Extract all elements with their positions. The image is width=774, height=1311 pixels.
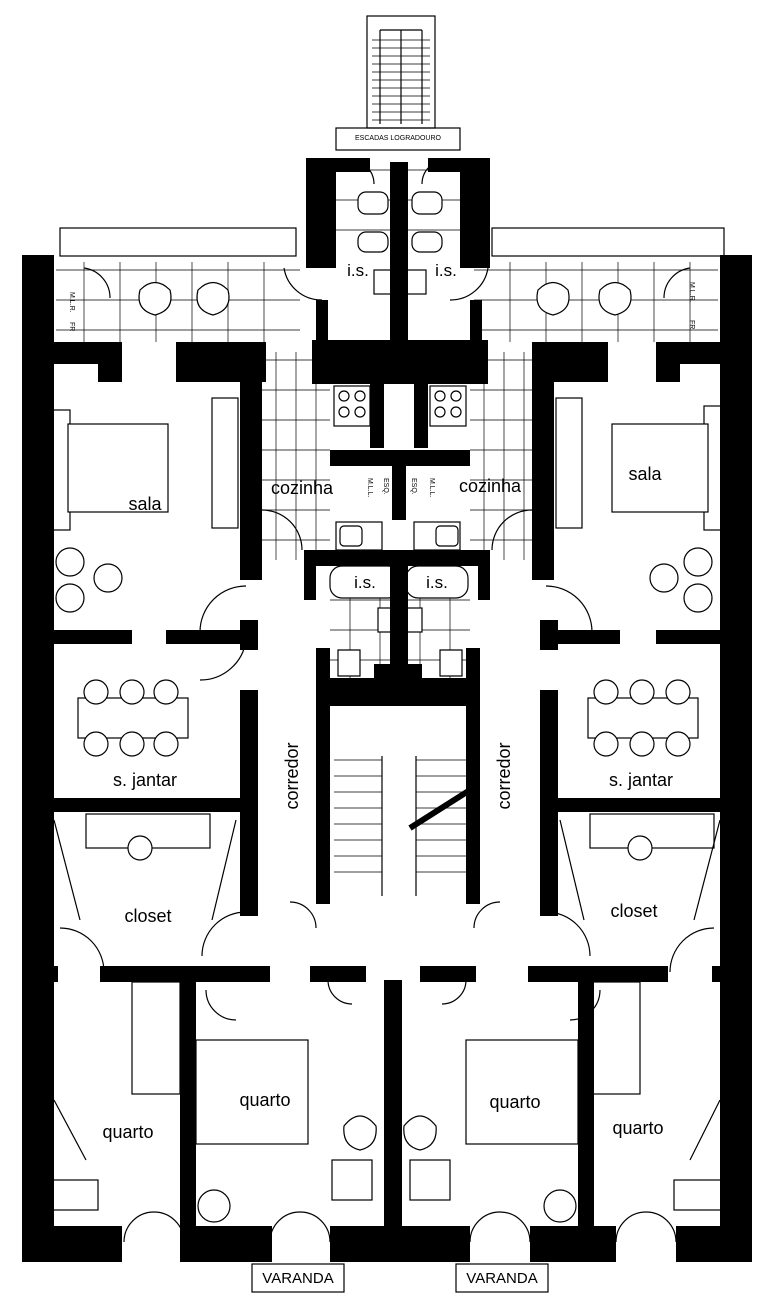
is-top-left-label: i.s.: [347, 261, 369, 280]
quarto-3-label: quarto: [489, 1092, 540, 1112]
varanda-right-label: VARANDA: [466, 1270, 537, 1287]
living-furniture: [51, 397, 723, 613]
mlr-right-label: M.L.R.: [688, 282, 695, 303]
quarto-1-label: quarto: [102, 1122, 153, 1142]
fr-left-label: FR: [68, 322, 75, 331]
cozinha-left-label: cozinha: [271, 478, 334, 498]
quarto-4-label: quarto: [612, 1118, 663, 1138]
mll-right-label: M.L.L.: [428, 478, 435, 498]
mlr-left-label: M.L.R.: [68, 292, 75, 313]
is-mid-right-label: i.s.: [426, 573, 448, 592]
mll-left-label: M.L.L.: [366, 478, 373, 498]
esq-left-label: ESQ.: [382, 478, 389, 495]
varanda-left-label: VARANDA: [262, 1270, 333, 1287]
fr-right-label: FR: [688, 320, 695, 329]
dining-tables: [77, 679, 699, 757]
sala-right-label: sala: [628, 464, 662, 484]
room-labels: i.s. i.s. sala sala cozinha cozinha M.L.…: [102, 261, 673, 1142]
is-mid-left-label: i.s.: [354, 573, 376, 592]
closet-furniture: [53, 813, 721, 921]
rear-terraces: M.L.R. FR M.L.R. FR: [56, 227, 725, 342]
stairs-label: ESCADAS LOGRADOURO: [355, 135, 442, 142]
jantar-left-label: s. jantar: [113, 770, 177, 790]
rear-stairs: ESCADAS LOGRADOURO: [335, 15, 461, 151]
bedroom-furniture: [49, 981, 723, 1223]
cozinha-right-label: cozinha: [459, 476, 522, 496]
corredor-left-label: corredor: [282, 742, 302, 809]
walls: [22, 158, 752, 1262]
sala-left-label: sala: [128, 494, 162, 514]
closet-right-label: closet: [610, 901, 657, 921]
esq-right-label: ESQ.: [410, 478, 417, 495]
mid-bathrooms: i.s. i.s.: [329, 565, 469, 677]
quarto-2-label: quarto: [239, 1090, 290, 1110]
is-top-right-label: i.s.: [435, 261, 457, 280]
stoves: [333, 385, 467, 427]
jantar-right-label: s. jantar: [609, 770, 673, 790]
corredor-right-label: corredor: [494, 742, 514, 809]
central-stairwell: [334, 756, 472, 896]
closet-left-label: closet: [124, 906, 171, 926]
varanda-boxes: VARANDA VARANDA: [251, 1263, 549, 1293]
